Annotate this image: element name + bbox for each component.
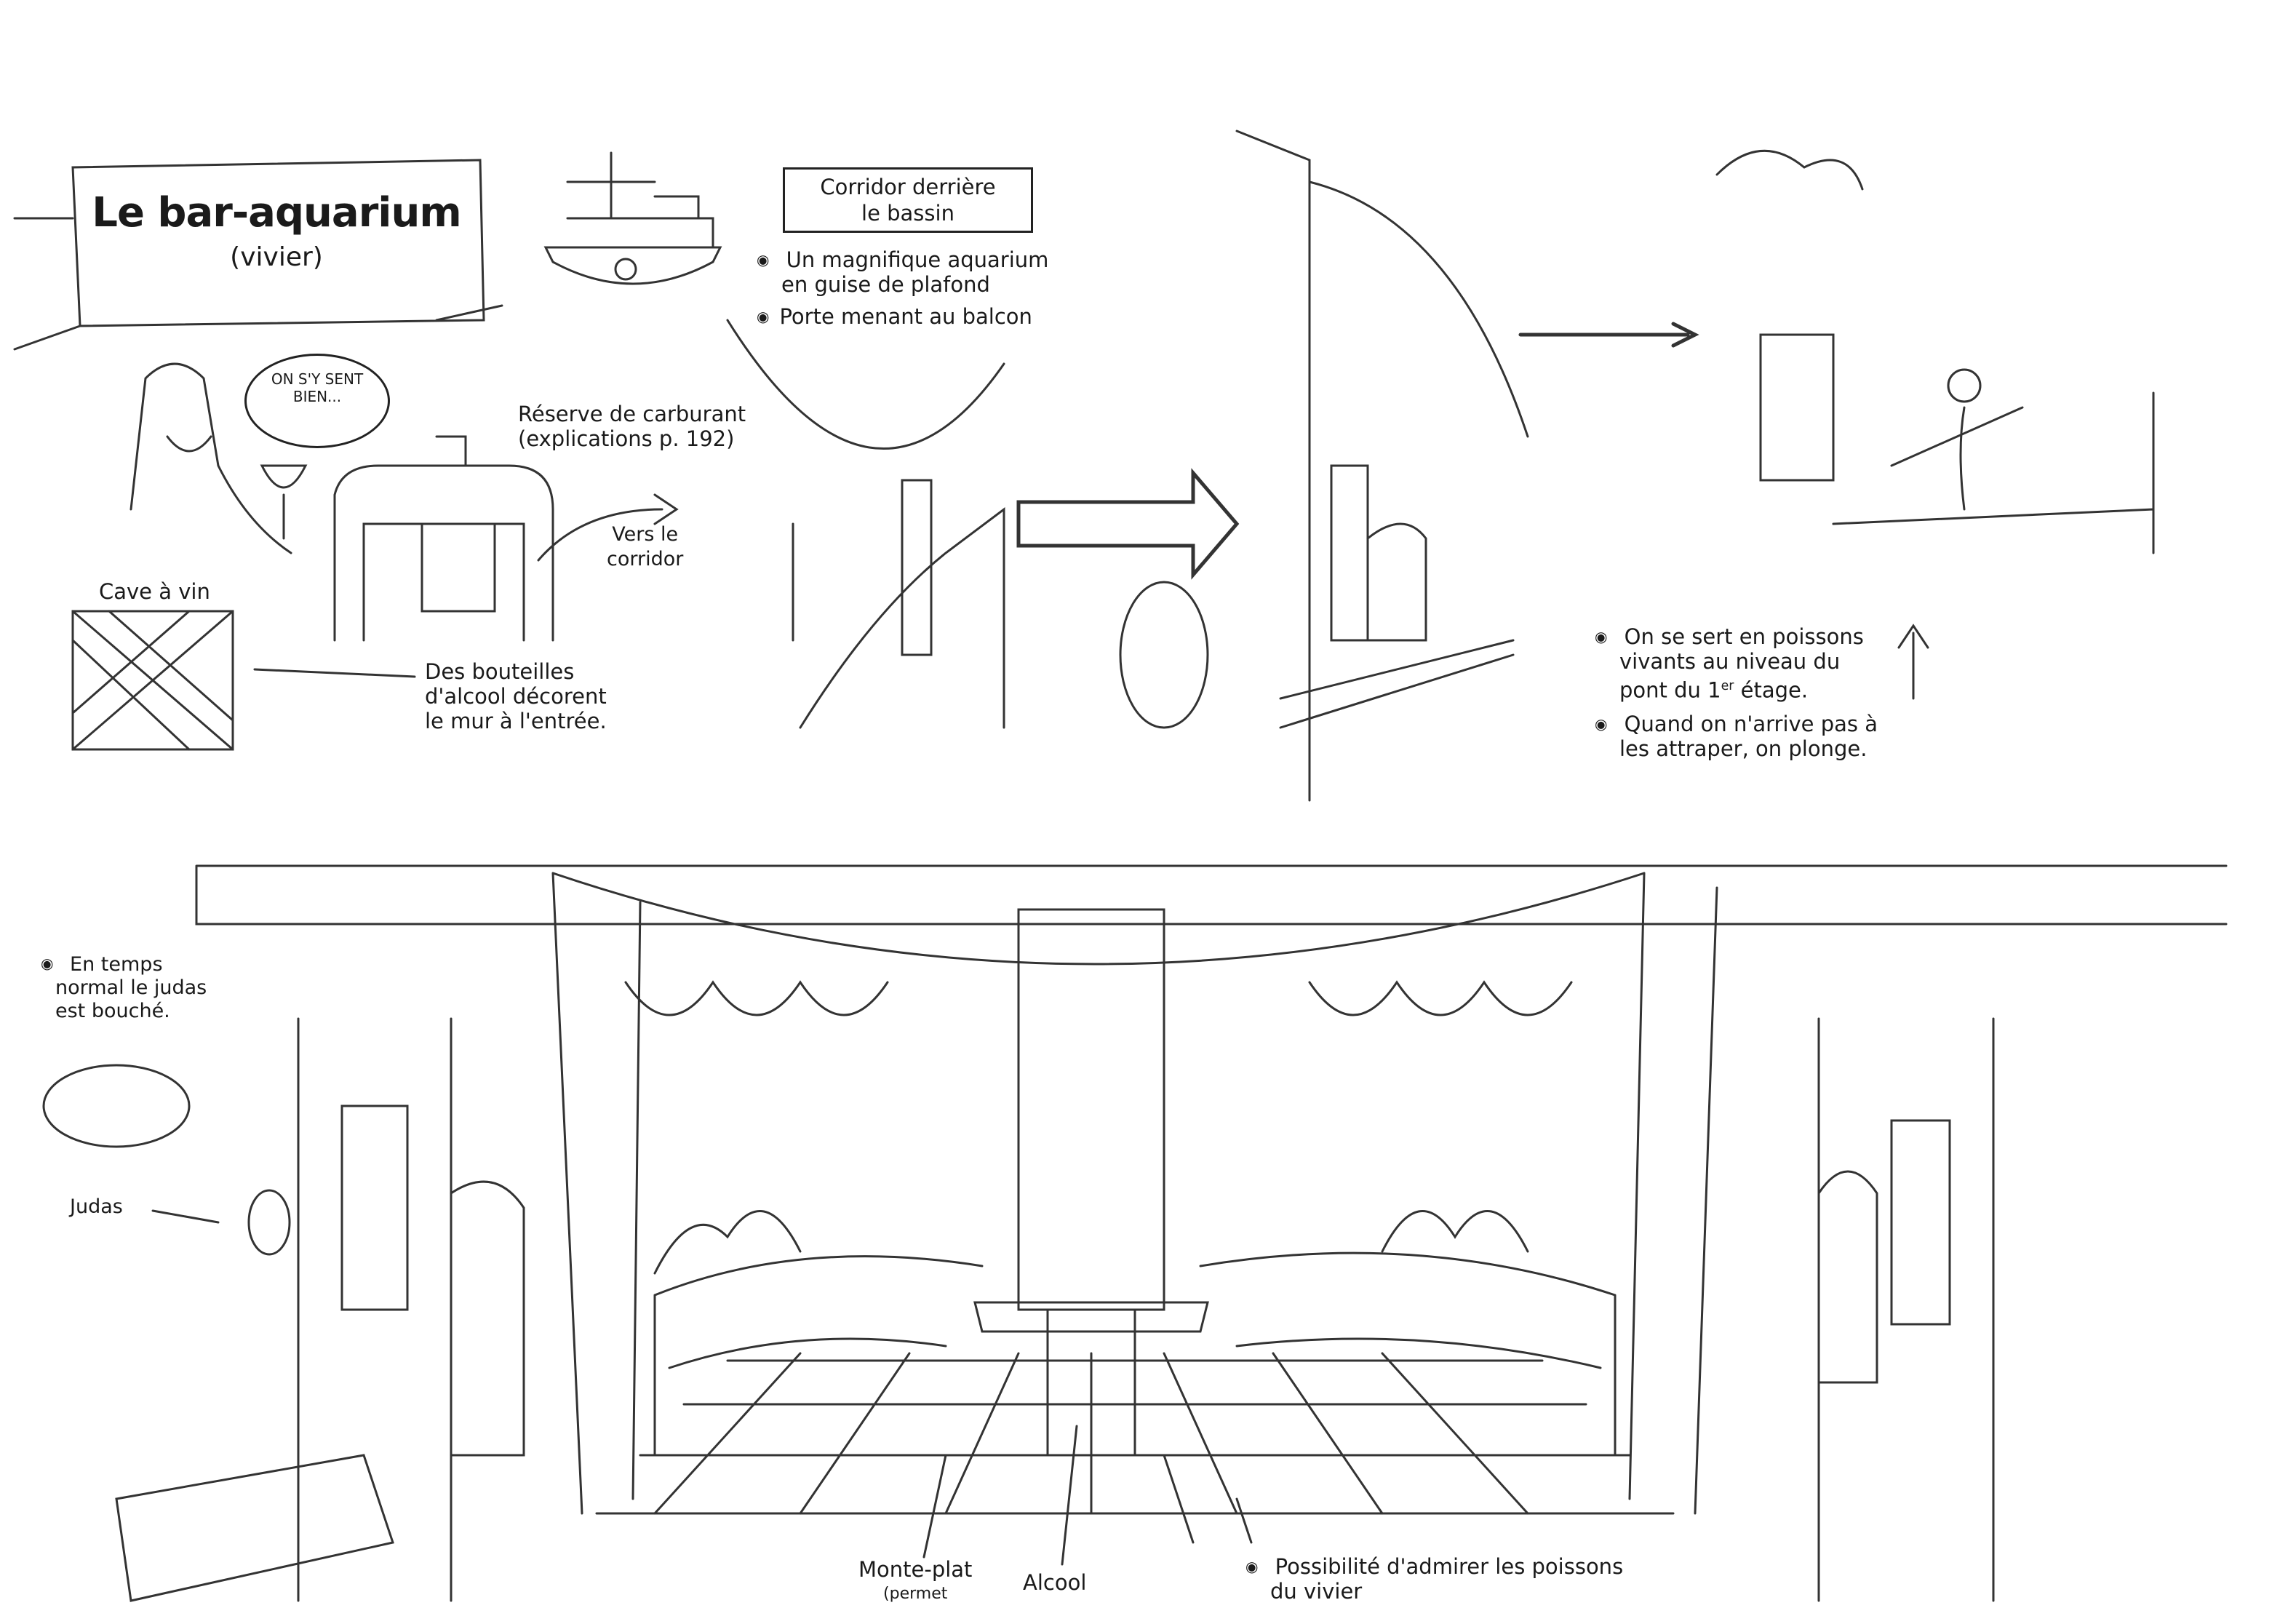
label-line: Quand on n'arrive pas à: [1624, 712, 1878, 736]
arrow-right: [1518, 322, 1699, 348]
right-door: [1817, 1119, 1951, 1384]
label-line: corridor: [607, 548, 684, 570]
title-banner: [13, 159, 503, 351]
label-line: est bouché.: [55, 1000, 170, 1022]
label-line: du vivier: [1270, 1579, 1363, 1604]
aquarium-ceiling-note: Un magnifique aquarium en guise de plafo…: [757, 247, 1048, 297]
peephole-note: En temps normal le judas est bouché.: [41, 952, 207, 1023]
ship-side: [1235, 130, 1529, 802]
big-arrow: [1016, 468, 1240, 580]
label-line: d'alcool décorent: [425, 684, 607, 709]
label-line: Corridor derrière: [820, 175, 996, 199]
character-robin: [129, 362, 292, 554]
bar-room: [42, 864, 2228, 1602]
to-corridor-label: Vers le corridor: [607, 522, 683, 572]
fuel-reserve-label: Réserve de carburant (explications p. 19…: [518, 402, 746, 451]
page-subtitle: (vivier): [230, 242, 323, 272]
corridor-sketch: [726, 319, 1005, 729]
diving-note: Quand on n'arrive pas à les attraper, on…: [1595, 712, 1878, 761]
aquarium-coral: [653, 1209, 1529, 1275]
title-banner-text: Le bar-aquarium (vivier): [73, 163, 480, 323]
label-text: pont du 1: [1619, 677, 1721, 703]
label-line: pont du 1er étage.: [1619, 674, 1864, 703]
fish-serving-note: On se sert en poissons vivants au niveau…: [1595, 624, 1864, 703]
label-line: Monte-plat: [858, 1557, 973, 1582]
dumbwaiter-label: Monte-plat (permet: [858, 1557, 972, 1607]
peephole-cover: [42, 1064, 191, 1148]
label-line: vivants au niveau du: [1619, 649, 1841, 674]
label-line: Possibilité d'admirer les poissons: [1275, 1554, 1624, 1579]
label-line: On se sert en poissons: [1624, 624, 1864, 649]
label-line: normal le judas: [55, 976, 207, 999]
label-line: en guise de plafond: [781, 272, 990, 297]
leader-lines: [922, 1425, 1253, 1566]
label-text: étage.: [1734, 677, 1809, 703]
label-line: les attraper, on plonge.: [1619, 736, 1868, 761]
arrow-up: [1897, 624, 1929, 700]
label-line: (explications p. 192): [518, 426, 735, 451]
corridor-box-label: Corridor derrière le bassin: [783, 167, 1033, 233]
wine-cellar-label: Cave à vin: [99, 579, 210, 604]
admire-fish-note: Possibilité d'admirer les poissons du vi…: [1245, 1554, 1623, 1604]
superscript: er: [1721, 679, 1734, 693]
wine-glass: [260, 464, 308, 540]
speech-bubble: ON S'Y SENT BIEN...: [244, 354, 390, 448]
porthole: [1119, 581, 1209, 729]
label-line: En temps: [70, 953, 163, 976]
label-line: Porte menant au balcon: [779, 304, 1032, 329]
curtains: [551, 872, 1718, 1515]
ship-icon: [543, 151, 722, 285]
checkered-floor: [595, 1352, 1675, 1515]
label-line: Un magnifique aquarium: [786, 247, 1049, 272]
label-line: (permet: [883, 1585, 948, 1603]
cannon: [115, 1454, 394, 1602]
label-line: le bassin: [861, 201, 954, 226]
label-line: Réserve de carburant: [518, 402, 746, 426]
corridor-arrow: [537, 493, 679, 562]
label-line: Vers le: [612, 523, 679, 546]
peephole-label: Judas: [70, 1195, 123, 1218]
balcony-scene: [1715, 149, 2155, 554]
label-line: le mur à l'entrée.: [425, 709, 607, 733]
sofa: [653, 1251, 1617, 1457]
page-title: Le bar-aquarium: [92, 189, 461, 236]
wine-cellar: [71, 610, 234, 751]
alcohol-label: Alcool: [1023, 1570, 1087, 1595]
left-door: [340, 1104, 525, 1457]
fuel-tank: [333, 435, 554, 642]
peephole-icon: [247, 1189, 291, 1256]
bottles-label: Des bouteilles d'alcool décorent le mur …: [425, 659, 607, 733]
balcony-door-note: Porte menant au balcon: [757, 304, 1032, 329]
label-line: Des bouteilles: [425, 659, 575, 684]
